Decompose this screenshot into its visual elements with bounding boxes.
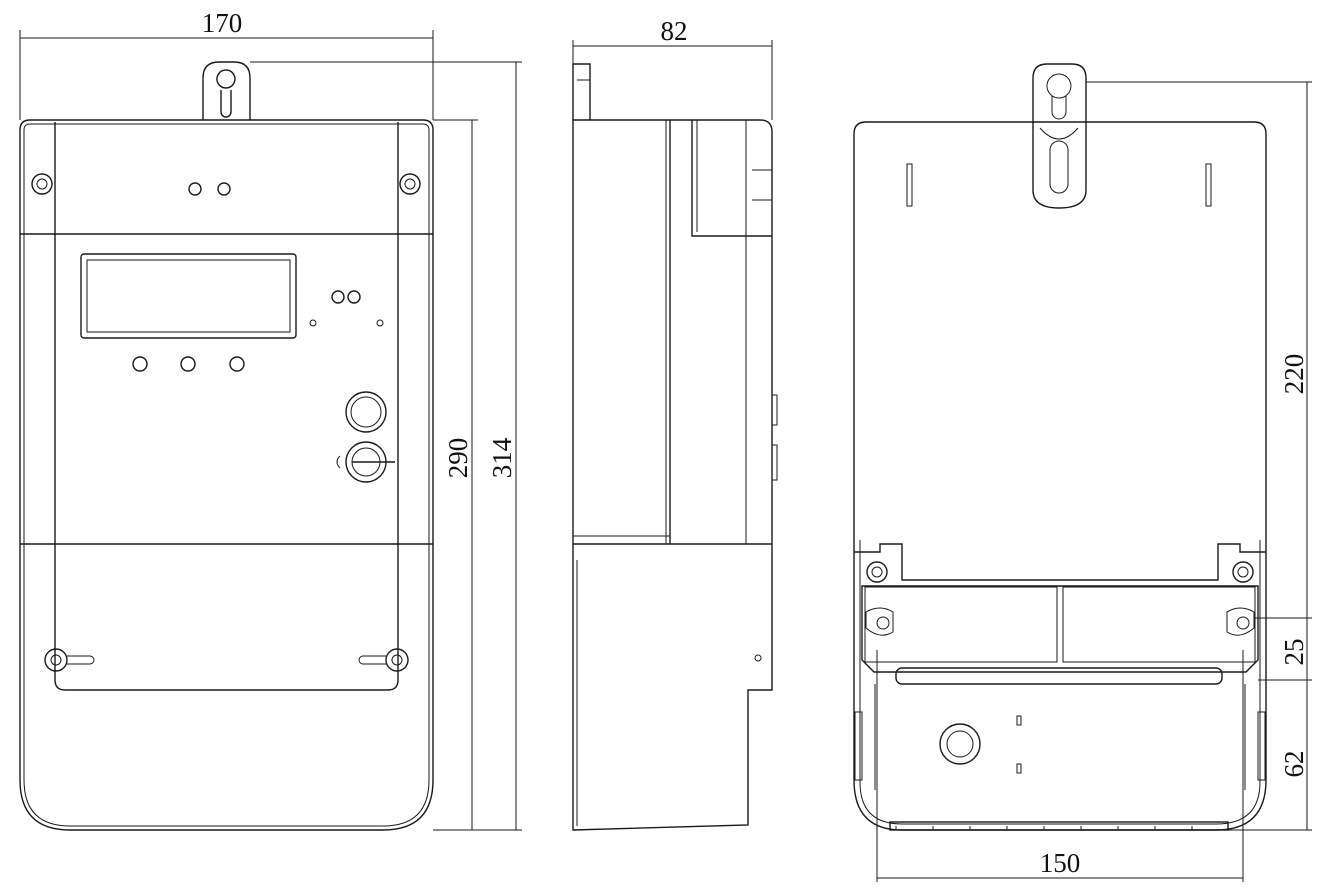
rear-mount-slot-left (865, 607, 894, 636)
rear-hanger-boss (1032, 124, 1087, 209)
rear-slot-right (1205, 163, 1212, 207)
rear-outer-body-inner-edge (859, 540, 1261, 825)
front-seal-knob (336, 441, 395, 483)
rear-screw-right (1232, 561, 1254, 583)
front-keyhole (216, 69, 236, 118)
dim-label-rear-width: 150 (1040, 848, 1081, 878)
dim-label-rear-upper-height: 220 (1279, 354, 1309, 395)
rear-screw-left (866, 561, 888, 583)
rear-terminal-block (861, 585, 1259, 673)
rear-small-slot-2 (1016, 763, 1022, 774)
rear-view: 220 25 62 150 (853, 63, 1312, 882)
rear-mount-hole-left (876, 616, 890, 630)
front-cover-plate (54, 122, 399, 691)
rear-keyhole-slot (1049, 140, 1069, 194)
side-view: 82 (572, 16, 778, 831)
front-screw-bottom-left (44, 648, 95, 672)
front-screw-bottom-right (358, 648, 409, 672)
rear-slot-left (906, 163, 913, 207)
front-small-hole-right (376, 319, 384, 327)
front-indicator-led-1 (188, 182, 202, 196)
side-hanging-tab (572, 63, 591, 120)
front-button-2 (180, 356, 196, 372)
front-screw-top-left (31, 173, 53, 195)
rear-small-slot-1 (1016, 715, 1022, 726)
front-optical-port (345, 391, 387, 433)
front-view: 170 290 314 (19, 8, 522, 831)
front-lcd-window (86, 259, 291, 333)
rear-side-clip-left (854, 711, 863, 781)
rear-hanger-tab (1032, 63, 1087, 124)
front-hanging-tab (202, 61, 251, 120)
front-outer-body-inner-edge (23, 123, 430, 827)
rear-mount-slot-right (1226, 607, 1255, 636)
side-protrusion-2 (771, 444, 778, 481)
dim-label-front-body-height: 290 (443, 438, 473, 479)
front-indicator-led-2 (217, 182, 231, 196)
rear-keyhole (1046, 73, 1072, 120)
front-pulse-led-2 (347, 290, 361, 304)
front-button-3 (229, 356, 245, 372)
dim-label-front-width: 170 (202, 8, 243, 38)
side-protrusion-1 (771, 394, 778, 426)
rear-cover-seal (939, 723, 981, 765)
rear-terminal-panel-right (1062, 586, 1256, 663)
front-small-hole-left (309, 319, 317, 327)
dim-label-side-depth: 82 (661, 16, 688, 46)
front-screw-top-right (399, 173, 421, 195)
side-top-block (691, 120, 772, 237)
dim-label-rear-terminal-height: 62 (1279, 751, 1309, 778)
rear-terminal-rail (895, 667, 1223, 685)
rear-outer-body (853, 121, 1267, 831)
front-outer-body (19, 119, 434, 831)
front-pulse-led-1 (331, 290, 345, 304)
rear-bottom-comb (889, 821, 1229, 831)
rear-terminal-panel-left (864, 586, 1058, 663)
rear-side-clip-right (1257, 711, 1266, 781)
dim-label-rear-mount-gap: 25 (1279, 639, 1309, 666)
front-button-1 (132, 356, 148, 372)
rear-mount-hole-right (1236, 616, 1250, 630)
rear-terminal-top (854, 543, 1266, 581)
side-outer-body (572, 119, 773, 831)
dim-label-front-total-height: 314 (487, 437, 517, 478)
rear-bottom-comb-teeth (895, 826, 1193, 830)
rear-hanger-arc (1039, 127, 1079, 140)
side-mount-hole (754, 654, 762, 662)
front-lcd-window-frame (80, 253, 297, 339)
